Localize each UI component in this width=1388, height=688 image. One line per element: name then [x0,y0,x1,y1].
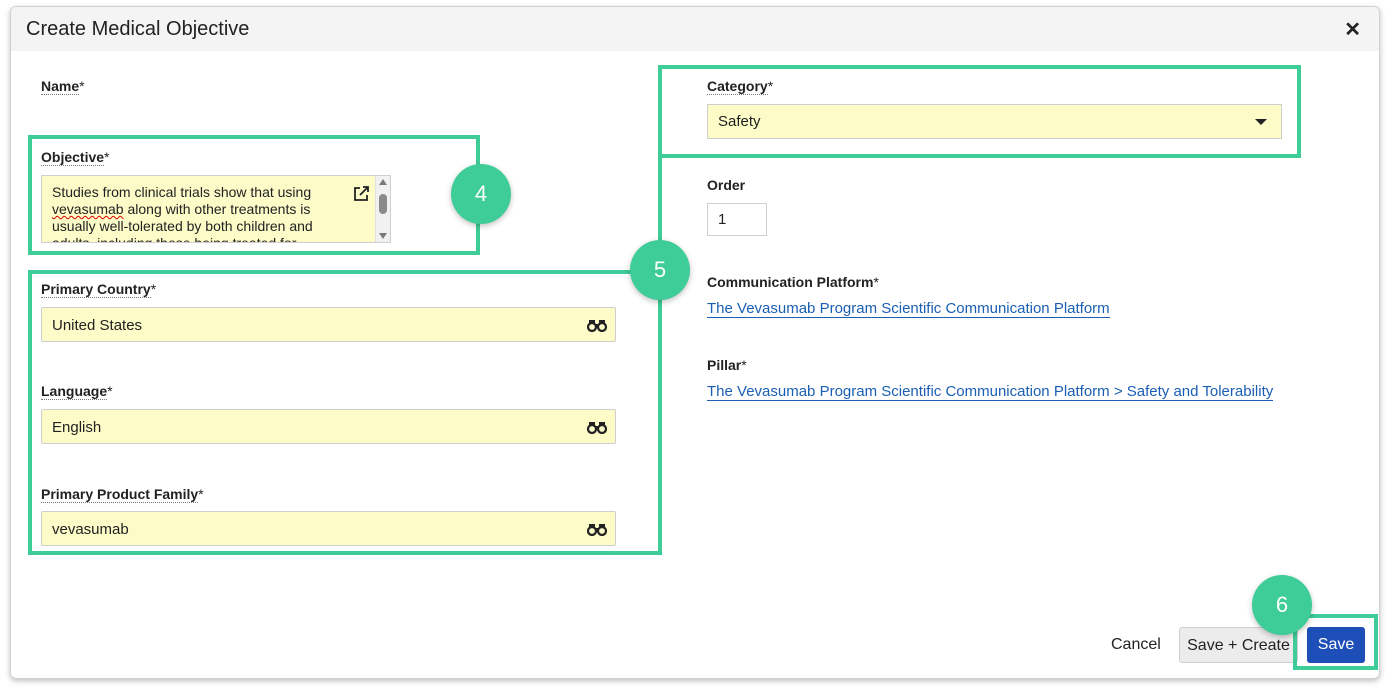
objective-text: Studies from clinical trials show that u… [52,184,313,243]
dialog-header: Create Medical Objective ✕ [11,7,1379,51]
communication-platform-link[interactable]: The Vevasumab Program Scientific Communi… [707,300,1110,318]
create-medical-objective-dialog: Create Medical Objective ✕ Name* Objecti… [10,6,1380,679]
primary-product-family-field[interactable]: vevasumab [41,511,616,546]
communication-platform-label: Communication Platform* [707,274,879,290]
binoculars-icon[interactable] [587,522,607,536]
scroll-down-icon[interactable] [379,233,387,239]
category-select[interactable]: Safety [707,104,1282,139]
objective-label: Objective* [41,149,110,166]
close-icon[interactable]: ✕ [1344,19,1361,41]
pillar-label: Pillar* [707,357,747,373]
spellcheck-word: vevasumab [52,201,124,217]
objective-scrollbar[interactable] [375,176,390,242]
binoculars-icon[interactable] [587,420,607,434]
scroll-thumb[interactable] [379,194,387,214]
objective-textarea[interactable]: Studies from clinical trials show that u… [41,175,391,243]
save-button[interactable]: Save [1307,627,1365,663]
callout-badge-4: 4 [451,164,511,224]
pillar-link[interactable]: The Vevasumab Program Scientific Communi… [707,383,1274,401]
order-input[interactable]: 1 [707,203,767,236]
caret-down-icon[interactable] [1255,119,1267,125]
language-field[interactable]: English [41,409,616,444]
scroll-up-icon[interactable] [379,179,387,185]
name-label: Name* [41,78,85,95]
language-label: Language* [41,383,113,400]
category-label: Category* [707,78,774,95]
external-link-icon[interactable] [352,185,370,203]
dialog-title: Create Medical Objective [26,18,250,40]
callout-badge-5: 5 [630,240,690,300]
callout-badge-6: 6 [1252,575,1312,635]
binoculars-icon[interactable] [587,318,607,332]
primary-product-family-label: Primary Product Family* [41,486,204,503]
order-label: Order [707,177,746,193]
cancel-button[interactable]: Cancel [1111,636,1161,653]
primary-country-field[interactable]: United States [41,307,616,342]
primary-country-label: Primary Country* [41,281,157,298]
